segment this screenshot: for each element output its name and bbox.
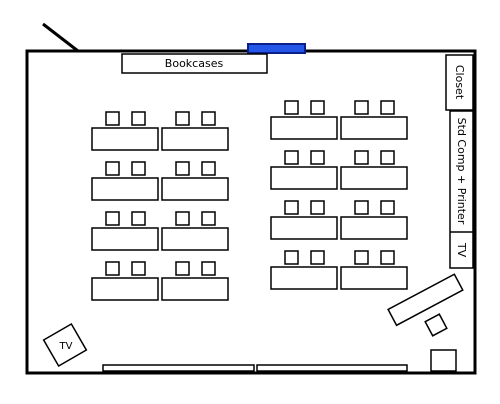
student-desk xyxy=(270,266,338,290)
chair xyxy=(310,100,325,115)
chair xyxy=(380,200,395,215)
chair xyxy=(310,250,325,265)
student-desk xyxy=(270,216,338,240)
chair xyxy=(175,261,190,276)
chair xyxy=(175,111,190,126)
chair xyxy=(175,211,190,226)
corner-cabinet xyxy=(430,349,457,372)
student-desk xyxy=(340,266,408,290)
chair xyxy=(201,111,216,126)
chair xyxy=(284,150,299,165)
student-desk xyxy=(270,116,338,140)
tv-corner-label: TV xyxy=(59,341,73,352)
student-desk xyxy=(91,127,159,151)
chair xyxy=(380,150,395,165)
student-desk xyxy=(270,166,338,190)
student-desk xyxy=(161,127,229,151)
bookcases: Bookcases xyxy=(121,53,268,74)
chair xyxy=(354,100,369,115)
tv-right-label: TV xyxy=(455,242,468,258)
computer-printer-label: Std Comp + Printer xyxy=(455,118,468,225)
bottom-counter-right xyxy=(256,364,408,372)
chair xyxy=(131,161,146,176)
chair xyxy=(354,150,369,165)
chair xyxy=(284,250,299,265)
door-swing xyxy=(42,22,79,53)
chair xyxy=(105,161,120,176)
closet: Closet xyxy=(445,54,474,111)
bookcases-label: Bookcases xyxy=(165,57,224,70)
student-desk xyxy=(340,216,408,240)
student-desk xyxy=(161,177,229,201)
bottom-counter-left xyxy=(102,364,255,372)
student-desk xyxy=(91,227,159,251)
teacher-desk xyxy=(387,273,464,337)
chair xyxy=(131,111,146,126)
closet-label: Closet xyxy=(453,65,466,100)
student-desk xyxy=(340,116,408,140)
chair xyxy=(105,111,120,126)
computer-printer-station: Std Comp + Printer TV xyxy=(449,110,474,269)
chair xyxy=(284,200,299,215)
chair xyxy=(201,161,216,176)
chair xyxy=(354,250,369,265)
student-desk xyxy=(91,177,159,201)
room-walls xyxy=(25,49,477,375)
window xyxy=(247,43,306,54)
teacher-chair xyxy=(424,313,448,337)
chair xyxy=(105,261,120,276)
chair xyxy=(380,100,395,115)
student-desk xyxy=(340,166,408,190)
student-desk xyxy=(161,277,229,301)
chair xyxy=(105,211,120,226)
left-desk-group xyxy=(91,111,229,301)
chair xyxy=(310,200,325,215)
chair xyxy=(310,150,325,165)
chair xyxy=(201,211,216,226)
chair xyxy=(354,200,369,215)
right-desk-group xyxy=(270,100,408,290)
chair xyxy=(201,261,216,276)
chair xyxy=(175,161,190,176)
chair xyxy=(284,100,299,115)
chair xyxy=(131,261,146,276)
student-desk xyxy=(161,227,229,251)
tv-corner: TV xyxy=(42,322,88,368)
chair xyxy=(380,250,395,265)
student-desk xyxy=(91,277,159,301)
chair xyxy=(131,211,146,226)
